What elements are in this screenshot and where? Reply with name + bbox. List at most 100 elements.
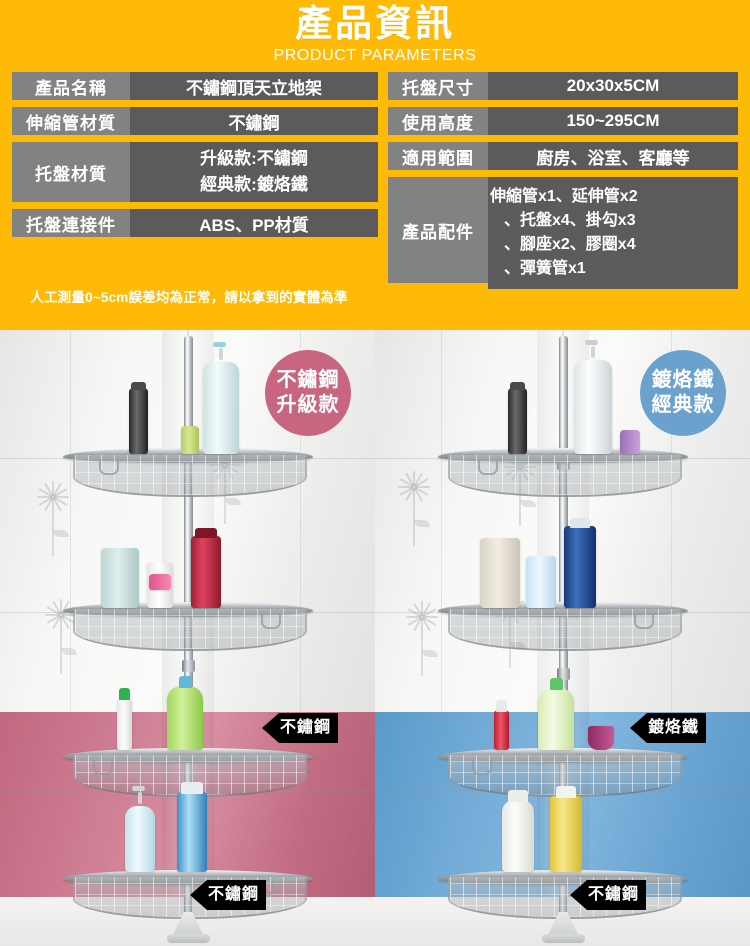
callout-label: 不鏽鋼 [587, 880, 647, 910]
bottle-cap [130, 382, 146, 390]
spec-label: 使用高度 [388, 107, 488, 135]
base-pad [541, 934, 585, 943]
shelf-basket [447, 455, 682, 497]
bottle-cap [509, 382, 525, 390]
pump-head [212, 342, 226, 347]
grout-line [441, 330, 442, 712]
bottle-cap [194, 528, 217, 538]
flower-stem [52, 512, 54, 556]
flower-leaf [61, 648, 77, 655]
flower-bloom [44, 598, 78, 632]
spec-label: 托盤尺寸 [388, 72, 488, 100]
table-row: 適用範圍 廚房、浴室、客廳等 [388, 142, 738, 170]
shelf-basket [72, 609, 307, 651]
arrow-left-icon [262, 713, 279, 743]
shelf-basket [447, 609, 682, 651]
accessory-line: 、彈簧管x1 [504, 260, 586, 277]
grout-line [671, 330, 672, 712]
grout-line [300, 330, 301, 712]
shower-caddy-rack [437, 330, 688, 946]
shelf-basket [72, 455, 307, 497]
callout-shelf-right: 鍍烙鐵 [630, 713, 707, 743]
bottle [116, 698, 132, 750]
cup [100, 548, 139, 608]
callout-label: 不鏽鋼 [207, 880, 267, 910]
badge-line: 升級款 [276, 394, 340, 416]
flower-bloom [397, 470, 431, 504]
table-row: 伸縮管材質 不鏽鋼 [12, 107, 378, 135]
flower-leaf [225, 498, 241, 505]
callout-label: 鍍烙鐵 [647, 713, 707, 743]
bottle [573, 360, 612, 454]
pump-head [584, 340, 598, 345]
hook-icon [98, 460, 119, 475]
spec-value-line: 經典款:鍍烙鐵 [200, 175, 308, 194]
bottle-cap [507, 790, 528, 802]
pole-joint [556, 668, 570, 680]
spec-table-right: 托盤尺寸 20x30x5CM 使用高度 150~295CM 適用範圍 廚房、浴室… [388, 72, 738, 296]
spec-value: 150~295CM [488, 107, 738, 135]
shelf-basket [72, 755, 307, 797]
callout-shelf-left: 不鏽鋼 [262, 713, 339, 743]
bottle [128, 388, 148, 454]
bottle [563, 526, 596, 608]
spec-panel: 產品資訊 PRODUCT PARAMETERS 產品名稱 不鏽鋼頂天立地架 伸縮… [0, 0, 750, 330]
spec-value: 廚房、浴室、客廳等 [488, 142, 738, 170]
bottle [166, 686, 203, 750]
table-row: 托盤連接件 ABS、PP材質 [12, 209, 378, 237]
bottle-cap [555, 786, 576, 798]
badge-stainless-upgrade: 不鏽鋼 升級款 [265, 350, 351, 436]
spec-label: 伸縮管材質 [12, 107, 130, 135]
spec-value: 升級款:不鏽鋼 經典款:鍍烙鐵 [130, 142, 378, 202]
spec-label: 產品名稱 [12, 72, 130, 100]
bottle [190, 536, 221, 608]
bottle [549, 796, 582, 872]
accessory-line: 伸縮管x1、延伸管x2 [490, 188, 638, 205]
callout-pole-right: 不鏽鋼 [570, 880, 647, 910]
product-photos: 不鏽鋼 升級款 不鏽鋼 不鏽鋼 [0, 330, 750, 946]
spec-label: 托盤材質 [12, 142, 130, 202]
grout-line [70, 330, 71, 712]
spec-value: ABS、PP材質 [130, 209, 378, 237]
flower-bloom [405, 600, 439, 634]
bottle [180, 426, 199, 454]
bottle-cap [549, 678, 563, 690]
spec-value-line: 升級款:不鏽鋼 [200, 149, 308, 168]
flower-leaf [422, 650, 438, 657]
table-row: 產品名稱 不鏽鋼頂天立地架 [12, 72, 378, 100]
measurement-note: 人工測量0~5cm誤差均為正常，請以拿到的實體為準 [30, 290, 348, 305]
accessory-line: 、托盤x4、掛勾x3 [504, 212, 636, 229]
page-title: 產品資訊 [295, 3, 455, 44]
bottle [619, 430, 640, 454]
callout-pole-left: 不鏽鋼 [190, 880, 267, 910]
accessory-line: 、腳座x2、膠圈x4 [504, 236, 636, 253]
bottle [493, 710, 509, 750]
badge-line: 鍍烙鐵 [651, 369, 715, 391]
flower-stem [519, 482, 521, 526]
box [525, 556, 556, 608]
badge-chrome-classic: 鍍烙鐵 經典款 [640, 350, 726, 436]
shower-caddy-rack [62, 330, 313, 946]
bottle-cap [180, 782, 203, 794]
pole-joint [181, 660, 195, 672]
flower-leaf [414, 520, 430, 527]
arrow-left-icon [570, 880, 587, 910]
badge-line: 經典款 [651, 394, 715, 416]
spec-label: 托盤連接件 [12, 209, 130, 237]
table-row: 使用高度 150~295CM [388, 107, 738, 135]
bottle [501, 800, 534, 872]
page-subtitle: PRODUCT PARAMETERS [273, 47, 477, 64]
table-row: 托盤材質 升級款:不鏽鋼 經典款:鍍烙鐵 [12, 142, 378, 202]
hook-icon [477, 460, 498, 475]
arrow-left-icon [190, 880, 207, 910]
hook-icon [633, 614, 654, 629]
spec-table-left: 產品名稱 不鏽鋼頂天立地架 伸縮管材質 不鏽鋼 托盤材質 升級款:不鏽鋼 經典款… [12, 72, 378, 244]
spec-value: 不鏽鋼頂天立地架 [130, 72, 378, 100]
bottle-cap [178, 676, 192, 688]
bottle [202, 362, 239, 454]
bottle-cap [118, 688, 130, 700]
spec-label: 適用範圍 [388, 142, 488, 170]
callout-label: 不鏽鋼 [279, 713, 339, 743]
flower-stem [413, 502, 415, 546]
